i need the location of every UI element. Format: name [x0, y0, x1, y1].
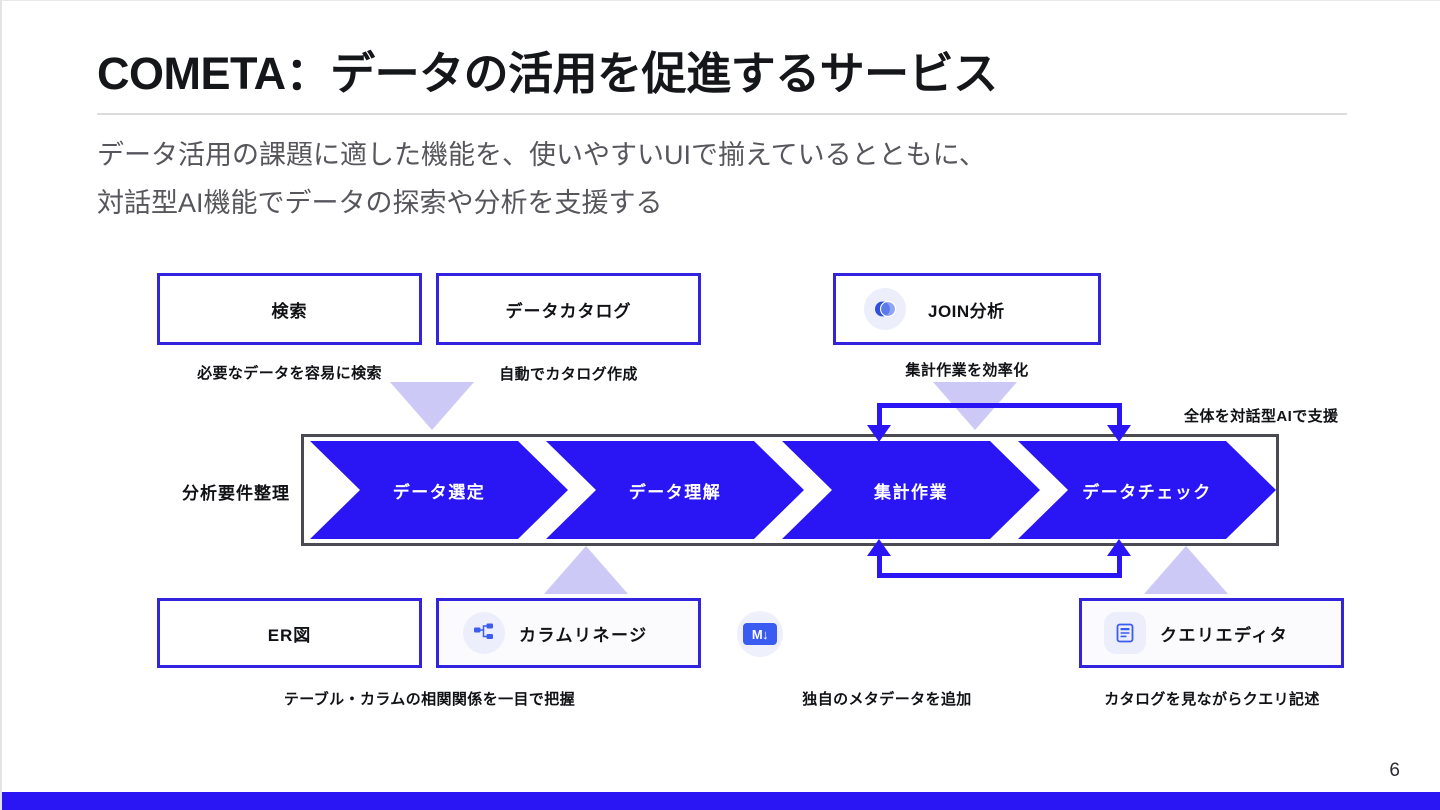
- feature-caption-query-editor: カタログを見ながらクエリ記述: [1104, 691, 1320, 708]
- feature-caption-metadata: 独自のメタデータを追加: [802, 691, 972, 708]
- title-divider: [97, 113, 1347, 115]
- process-stage-label: 集計作業: [874, 482, 948, 502]
- feature-box-data-catalog[interactable]: データカタログ: [436, 273, 701, 345]
- feature-caption-join-analysis: 集計作業を効率化: [905, 362, 1029, 379]
- bracket-arrow-up-right: [1107, 539, 1131, 556]
- feature-label: ER図: [267, 625, 312, 645]
- process-stage-label: データ理解: [628, 482, 722, 502]
- feature-label: JOIN分析: [928, 301, 1005, 321]
- process-stage-label: データ選定: [392, 482, 486, 502]
- page-subtitle: データ活用の課題に適した機能を、使いやすいUIで揃えているとともに、 対話型AI…: [97, 131, 1297, 227]
- feature-box-column-lineage[interactable]: カラムリネージ: [436, 598, 701, 668]
- feature-caption-search: 必要なデータを容易に検索: [197, 365, 382, 382]
- feature-label: カラムリネージ: [519, 625, 648, 645]
- lineage-tree-icon: [463, 612, 505, 654]
- bracket-arrow-up-left: [867, 539, 891, 556]
- bracket-arrow-down-left: [867, 425, 891, 442]
- feature-label: クエリエディタ: [1160, 625, 1289, 645]
- bracket-arrow-down-right: [1107, 425, 1131, 442]
- process-stage-label: データチェック: [1082, 482, 1212, 502]
- feature-label: データカタログ: [505, 301, 632, 321]
- markdown-badge: M↓: [743, 623, 777, 645]
- feature-caption-lineage: テーブル・カラムの相関関係を一目で把握: [283, 691, 576, 708]
- feature-label: 検索: [271, 301, 308, 321]
- page-title: COMETA：データの活用を促進するサービス: [97, 48, 998, 99]
- query-editor-connector-bracket: [877, 556, 1122, 596]
- flow-triangle-up-right: [1144, 546, 1228, 594]
- feature-box-er-diagram[interactable]: ER図: [157, 598, 422, 668]
- flow-triangle-up-left: [544, 546, 628, 594]
- markdown-icon[interactable]: M↓: [737, 611, 783, 657]
- page-number: 6: [1389, 760, 1400, 781]
- subtitle-line-2: 対話型AI機能でデータの探索や分析を支援する: [97, 188, 663, 218]
- footer-bar: [2, 792, 1440, 810]
- flow-triangle-down-left: [390, 382, 474, 430]
- subtitle-line-1: データ活用の課題に適した機能を、使いやすいUIで揃えているとともに、: [97, 140, 986, 170]
- venn-circles-icon: [864, 288, 906, 330]
- feature-box-query-editor[interactable]: クエリエディタ: [1079, 598, 1344, 668]
- ai-support-note: 全体を対話型AIで支援: [1184, 408, 1339, 425]
- document-lines-icon: [1104, 612, 1146, 654]
- join-analysis-connector-bracket: [877, 403, 1122, 443]
- process-pre-stage-label: 分析要件整理: [182, 484, 290, 503]
- feature-box-join-analysis[interactable]: JOIN分析: [833, 273, 1101, 345]
- feature-box-search[interactable]: 検索: [157, 273, 422, 345]
- process-stage-2[interactable]: データ理解: [546, 441, 804, 539]
- feature-caption-data-catalog: 自動でカタログ作成: [499, 366, 638, 383]
